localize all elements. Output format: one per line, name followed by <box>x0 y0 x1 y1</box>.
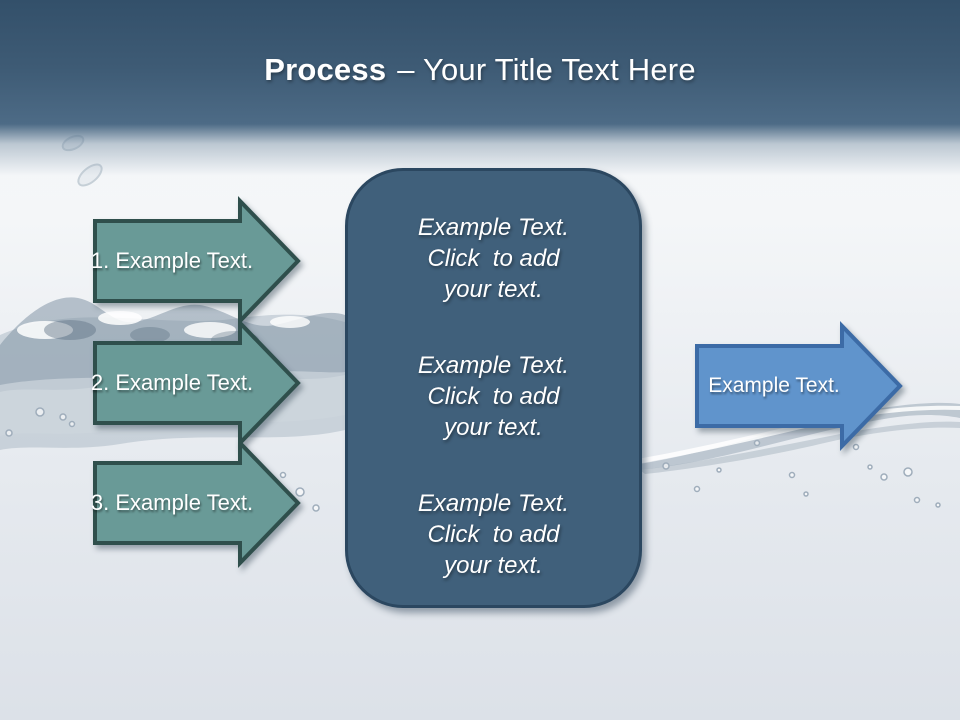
center-text-box: Example Text. Click to add your text. Ex… <box>345 168 642 608</box>
output-arrow: Example Text. <box>694 321 906 451</box>
process-step-arrow-1: 1. Example Text. <box>90 196 304 326</box>
step-3-label: 3. Example Text. <box>90 490 254 515</box>
title-bold-text: Process <box>264 52 387 87</box>
output-arrow-label: Example Text. <box>708 374 840 397</box>
step-2-label: 2. Example Text. <box>90 370 254 395</box>
center-box-paragraph: Example Text. Click to add your text. <box>417 352 570 441</box>
process-step-arrow-2: 2. Example Text. <box>90 318 304 448</box>
page-title: Process – Your Title Text Here <box>0 52 960 88</box>
step-1-label: 1. Example Text. <box>90 248 254 273</box>
process-step-arrow-3: 3. Example Text. <box>90 438 304 568</box>
right-arrow-shape-icon <box>93 438 301 568</box>
center-box-paragraph: Example Text. Click to add your text. <box>417 490 570 579</box>
right-arrow-shape-icon <box>93 318 301 448</box>
title-rest-text: – Your Title Text Here <box>397 52 696 87</box>
right-arrow-shape-icon <box>695 321 903 451</box>
right-arrow-shape-icon <box>93 196 301 326</box>
center-box-paragraph: Example Text. Click to add your text. <box>417 214 570 303</box>
header-band <box>0 0 960 200</box>
